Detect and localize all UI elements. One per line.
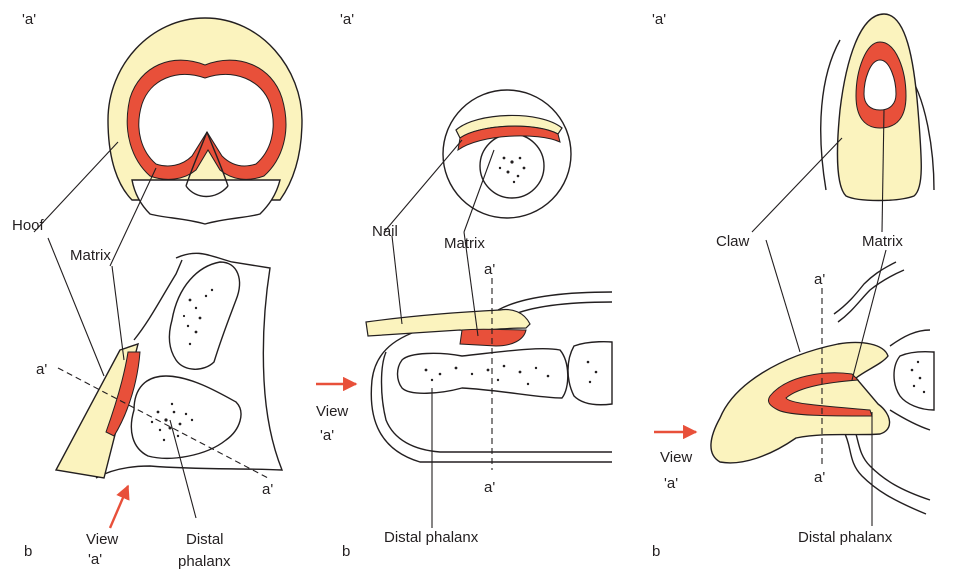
claw-view-marker: 'a' (652, 11, 666, 28)
hoof-distal-phalanx-bone (131, 376, 241, 458)
middle-phalanx-stub (568, 342, 612, 405)
hoof-side-view (56, 253, 282, 528)
hoof-view-marker: 'a' (22, 11, 36, 28)
nail-view-marker-lower: 'a' (320, 427, 334, 444)
claw-bone-label: Distal phalanx (798, 529, 893, 546)
hoof-section-label-2: a' (262, 481, 273, 498)
nail-section-label-1: a' (484, 261, 495, 278)
nail-section-label-2: a' (484, 479, 495, 496)
claw-label: Claw (716, 233, 750, 250)
claw-front-view (821, 14, 934, 201)
hoof-sole-top (132, 180, 280, 224)
claw-bone-stub (894, 352, 934, 410)
nail-front-bone (480, 134, 544, 198)
hoof-bone-label-line1: Distal (186, 531, 224, 548)
middle-phalanx (169, 262, 239, 369)
claw-section-label-2: a' (814, 469, 825, 486)
hoof-view-label: View (86, 531, 118, 548)
nail-panel: 'a' (316, 11, 612, 560)
hoof-panel: 'a' (12, 11, 302, 570)
nail-front-view (443, 90, 571, 218)
hoof-view-arrow (110, 486, 128, 528)
nail-distal-phalanx-bone (398, 349, 568, 398)
nail-panel-letter: b (342, 543, 350, 560)
nail-view-marker: 'a' (340, 11, 354, 28)
hoof-view-marker-lower: 'a' (88, 551, 102, 568)
nail-matrix-side (460, 329, 526, 346)
claw-panel: 'a' Claw (652, 11, 934, 560)
claw-section-label-1: a' (814, 271, 825, 288)
claw-matrix-label: Matrix (862, 233, 903, 250)
claw-panel-letter: b (652, 543, 660, 560)
nail-view-label: View (316, 403, 348, 420)
hoof-section-label-1: a' (36, 361, 47, 378)
hoof-matrix-label: Matrix (70, 247, 111, 264)
hoof-panel-letter: b (24, 543, 32, 560)
claw-view-marker-lower: 'a' (664, 475, 678, 492)
nail-matrix-label: Matrix (444, 235, 485, 252)
claw-view-label: View (660, 449, 692, 466)
nail-bone-label: Distal phalanx (384, 529, 479, 546)
nail-label: Nail (372, 223, 398, 240)
hoof-bone-label-line2: phalanx (178, 553, 231, 570)
claw-side-view (654, 262, 934, 514)
nail-side-view (316, 278, 612, 470)
hoof-top-view (108, 18, 302, 224)
hoof-label: Hoof (12, 217, 45, 234)
